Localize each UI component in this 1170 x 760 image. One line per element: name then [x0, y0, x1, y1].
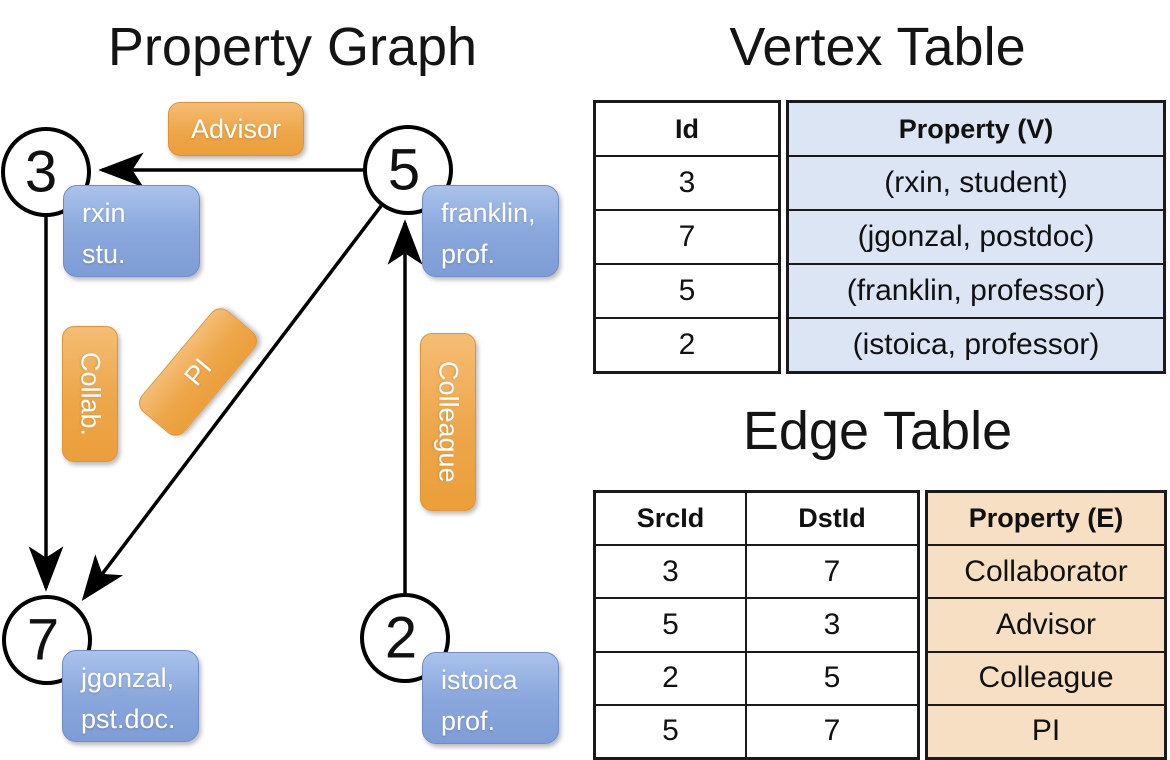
vertex-property-box-2: istoica prof. [422, 652, 559, 744]
edge-table-header-dstid: DstId [745, 493, 917, 545]
vertex-property-line: stu. [82, 239, 126, 269]
table-cell: 5 [662, 714, 679, 748]
table-row: 5 7 [596, 703, 917, 758]
table-cell: PI [928, 703, 1164, 758]
table-cell: 3 [662, 554, 679, 588]
table-cell: 3 [745, 599, 917, 651]
table-cell: 5 [596, 263, 778, 317]
edge-table-title: Edge Table [742, 401, 1013, 461]
table-cell: Colleague [928, 650, 1164, 704]
table-cell: 3 [596, 155, 778, 209]
edge-table-property-column: Property (E) Collaborator Advisor Collea… [925, 490, 1167, 760]
edge-table-id-columns: SrcId DstId 3 7 5 3 2 5 5 7 [593, 490, 920, 760]
vertex-id-7: 7 [27, 608, 59, 673]
vertex-id-3: 3 [25, 140, 57, 205]
vertex-id-5: 5 [388, 138, 420, 203]
table-cell: 2 [596, 317, 778, 371]
vertex-property-line: rxin [82, 198, 126, 228]
table-cell: (jgonzal, postdoc) [789, 209, 1163, 263]
vertex-property-line: prof. [441, 706, 496, 736]
table-cell: 7 [745, 705, 917, 758]
table-row: 5 3 [596, 597, 917, 651]
vertex-table-property-column: Property (V) (rxin, student) (jgonzal, p… [786, 100, 1166, 374]
table-cell: 2 [662, 661, 679, 695]
table-cell: (istoica, professor) [789, 317, 1163, 371]
property-graph-title: Property Graph [107, 17, 478, 77]
table-cell: Advisor [928, 597, 1164, 651]
table-cell: (franklin, professor) [789, 263, 1163, 317]
vertex-property-box-3: rxin stu. [63, 185, 200, 277]
vertex-property-box-5: franklin, prof. [422, 185, 559, 277]
table-cell: Collaborator [928, 544, 1164, 598]
table-cell: 5 [662, 608, 679, 641]
edge-label-colleague: Colleague [420, 333, 476, 511]
vertex-table-header-property: Property (V) [789, 103, 1163, 155]
vertex-table-title: Vertex Table [729, 17, 1026, 77]
edge-label-advisor: Advisor [168, 102, 304, 156]
vertex-property-line: prof. [441, 239, 496, 269]
edge-table-header-property: Property (E) [928, 493, 1164, 545]
table-row: SrcId DstId [596, 493, 917, 545]
table-row: 3 7 [596, 544, 917, 598]
table-cell: (rxin, student) [789, 155, 1163, 209]
vertex-property-line: jgonzal, [81, 663, 175, 693]
edge-table-header-srcid: SrcId [636, 503, 705, 534]
table-row: 2 5 [596, 650, 917, 704]
vertex-table-header-id: Id [675, 113, 699, 144]
table-cell: 7 [596, 209, 778, 263]
vertex-property-line: franklin, [441, 198, 536, 228]
table-cell: 5 [745, 652, 917, 704]
edge-label-collab: Collab. [62, 326, 118, 462]
vertex-table-id-column: Id 3 7 5 2 [593, 100, 781, 374]
table-cell: 7 [745, 546, 917, 598]
vertex-property-line: istoica [441, 665, 518, 695]
vertex-property-line: pst.doc. [81, 704, 176, 734]
vertex-id-2: 2 [385, 606, 417, 671]
edge-arrow-5-to-7 [81, 204, 383, 602]
vertex-property-box-7: jgonzal, pst.doc. [62, 650, 199, 742]
